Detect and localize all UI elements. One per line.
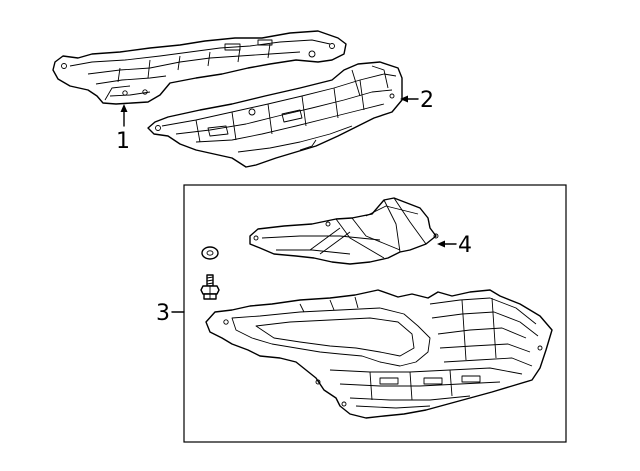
callout-2-arrowhead — [400, 95, 408, 103]
assembly-3-box — [183, 184, 567, 443]
callout-4: 4 — [458, 233, 472, 258]
callout-3: 3 — [156, 301, 170, 326]
part-2-shield[interactable] — [147, 61, 403, 168]
part-4-cover[interactable] — [249, 197, 439, 265]
callout-3-group: 3 — [156, 301, 185, 326]
washer[interactable] — [201, 246, 219, 260]
callout-4-arrowhead — [437, 240, 445, 248]
callout-1-arrowhead — [120, 104, 128, 112]
bolt[interactable] — [200, 274, 220, 300]
part-1-shield[interactable] — [52, 30, 347, 105]
part-3-shield[interactable] — [205, 289, 553, 419]
callout-4-group: 4 — [437, 233, 472, 258]
callout-2-group: 2 — [400, 88, 434, 113]
callout-1: 1 — [116, 129, 130, 154]
callout-1-group: 1 — [116, 104, 130, 154]
callout-2: 2 — [420, 88, 434, 113]
